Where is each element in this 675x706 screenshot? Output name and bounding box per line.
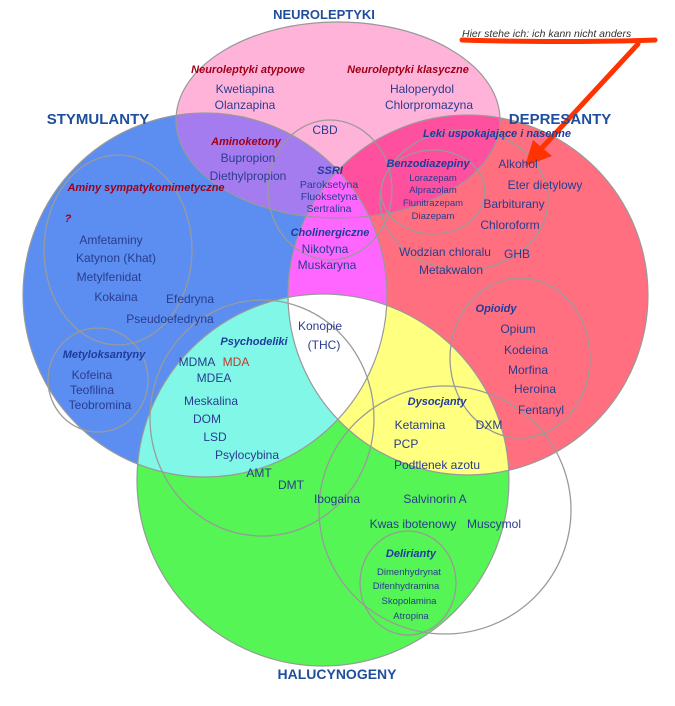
item-wodzian: Wodzian chloralu	[399, 245, 491, 259]
item-skopolamina: Skopolamina	[382, 596, 438, 607]
item-flunitrazepam: Flunitrazepam	[403, 198, 463, 209]
item-diazepam: Diazepam	[412, 211, 455, 222]
item-nikotyna: Nikotyna	[302, 242, 349, 256]
ssri-subgroup	[267, 119, 393, 261]
item-podtlenek: Podtlenek azotu	[394, 458, 480, 472]
item-lsd: LSD	[203, 430, 227, 444]
label-depresanty: DEPRESANTY	[509, 111, 612, 128]
item-dxm: DXM	[476, 418, 503, 432]
group-aminy: Aminy sympatykomimetyczne	[66, 182, 224, 194]
item-kodeina: Kodeina	[504, 343, 548, 357]
item-fluoksetyna: Fluoksetyna	[301, 191, 358, 203]
group-neuroleptyki-klasyczne: Neuroleptyki klasyczne	[347, 64, 469, 76]
item-kokaina: Kokaina	[94, 290, 138, 304]
item-bupropion: Bupropion	[221, 151, 276, 165]
group-question: ?	[65, 213, 72, 225]
item-diethylpropion: Diethylpropion	[210, 169, 287, 183]
item-ghb: GHB	[504, 247, 530, 261]
group-neuroleptyki-atypowe: Neuroleptyki atypowe	[191, 64, 305, 76]
item-alprazolam: Alprazolam	[409, 185, 457, 196]
depr-halu-overlap	[288, 294, 509, 475]
item-amfetaminy: Amfetaminy	[79, 233, 142, 247]
group-benzodiazepiny: Benzodiazepiny	[386, 158, 470, 170]
item-haloperydol: Haloperydol	[390, 82, 454, 96]
psychodeliki-subgroup	[149, 299, 375, 537]
group-aminoketony: Aminoketony	[210, 136, 282, 148]
item-efedryna: Efedryna	[166, 292, 214, 306]
label-stymulanty: STYMULANTY	[47, 111, 150, 128]
item-morfina: Morfina	[508, 363, 548, 377]
item-dmt: DMT	[278, 478, 305, 492]
item-metakwalon: Metakwalon	[419, 263, 483, 277]
opioidy-subgroup	[449, 277, 591, 439]
item-kwas: Kwas ibotenowy	[370, 517, 457, 531]
item-ibogaina: Ibogaina	[314, 492, 360, 506]
group-delirianty: Delirianty	[386, 548, 437, 560]
item-dom: DOM	[193, 412, 221, 426]
item-metylfenidat: Metylfenidat	[77, 270, 142, 284]
item-fentanyl: Fentanyl	[518, 403, 564, 417]
annotation-text: Hier stehe ich: ich kann nicht anders	[462, 28, 632, 40]
delirianty-subgroup	[359, 530, 457, 636]
item-olanzapina: Olanzapina	[215, 98, 276, 112]
metyloksantyny-subgroup	[47, 327, 149, 433]
item-meskalina: Meskalina	[184, 394, 238, 408]
item-lorazepam: Lorazepam	[409, 173, 457, 184]
item-chlorpromazyna: Chlorpromazyna	[385, 98, 473, 112]
item-mdma: MDMA	[179, 355, 216, 369]
item-paroksetyna: Paroksetyna	[300, 179, 359, 191]
item-teobromina: Teobromina	[69, 398, 132, 412]
item-konopie: Konopie	[298, 319, 342, 333]
item-barbiturany: Barbiturany	[483, 197, 544, 211]
depresanty-outline	[287, 114, 649, 476]
item-alkohol: Alkohol	[498, 157, 537, 171]
item-kofeina: Kofeina	[72, 368, 113, 382]
item-kwetiapina: Kwetiapina	[216, 82, 275, 96]
label-neuroleptyki: NEUROLEPTYKI	[273, 7, 375, 22]
leki-subgroup	[379, 129, 549, 271]
item-difenhydramina: Difenhydramina	[373, 581, 440, 592]
annotation-arrow	[459, 37, 658, 166]
stym-halu-overlap	[137, 294, 387, 477]
label-halucynogeny: HALUCYNOGENY	[277, 666, 397, 682]
group-leki-uspokajajace: Leki uspokajające i nasenne	[423, 128, 571, 140]
aminy-subgroup	[43, 154, 193, 346]
item-amt: AMT	[246, 466, 272, 480]
item-mda: MDA	[223, 355, 250, 369]
item-cbd: CBD	[312, 123, 338, 137]
group-dysocjanty: Dysocjanty	[408, 396, 468, 408]
halucynogeny-outline	[136, 293, 510, 667]
group-psychodeliki: Psychodeliki	[220, 336, 288, 348]
item-teofilina: Teofilina	[70, 383, 114, 397]
stymulanty-outline	[22, 112, 388, 478]
item-muscymol: Muscymol	[467, 517, 521, 531]
dysocjanty-subgroup	[318, 385, 572, 635]
item-chloroform: Chloroform	[480, 218, 539, 232]
item-dimenhydrynat: Dimenhydrynat	[377, 567, 441, 578]
item-ketamina: Ketamina	[395, 418, 446, 432]
item-pseudoefedryna: Pseudoefedryna	[126, 312, 214, 326]
item-thc: (THC)	[308, 338, 341, 352]
neuroleptyki-outline	[175, 21, 501, 219]
item-sertralina: Sertralina	[307, 203, 352, 215]
item-salvinorin: Salvinorin A	[403, 492, 466, 506]
group-opioidy: Opioidy	[476, 303, 518, 315]
item-psylocybina: Psylocybina	[215, 448, 279, 462]
group-ssri: SSRI	[317, 165, 344, 177]
item-pcp: PCP	[394, 437, 419, 451]
item-muskaryna: Muskaryna	[298, 258, 357, 272]
item-mdea: MDEA	[197, 371, 232, 385]
group-cholinergiczne: Cholinergiczne	[291, 227, 370, 239]
item-opium: Opium	[500, 322, 535, 336]
item-atropina: Atropina	[393, 611, 429, 622]
item-eter: Eter dietylowy	[508, 178, 583, 192]
item-katynon: Katynon (Khat)	[76, 251, 156, 265]
group-metyloksantyny: Metyloksantyny	[63, 349, 146, 361]
item-heroina: Heroina	[514, 382, 556, 396]
